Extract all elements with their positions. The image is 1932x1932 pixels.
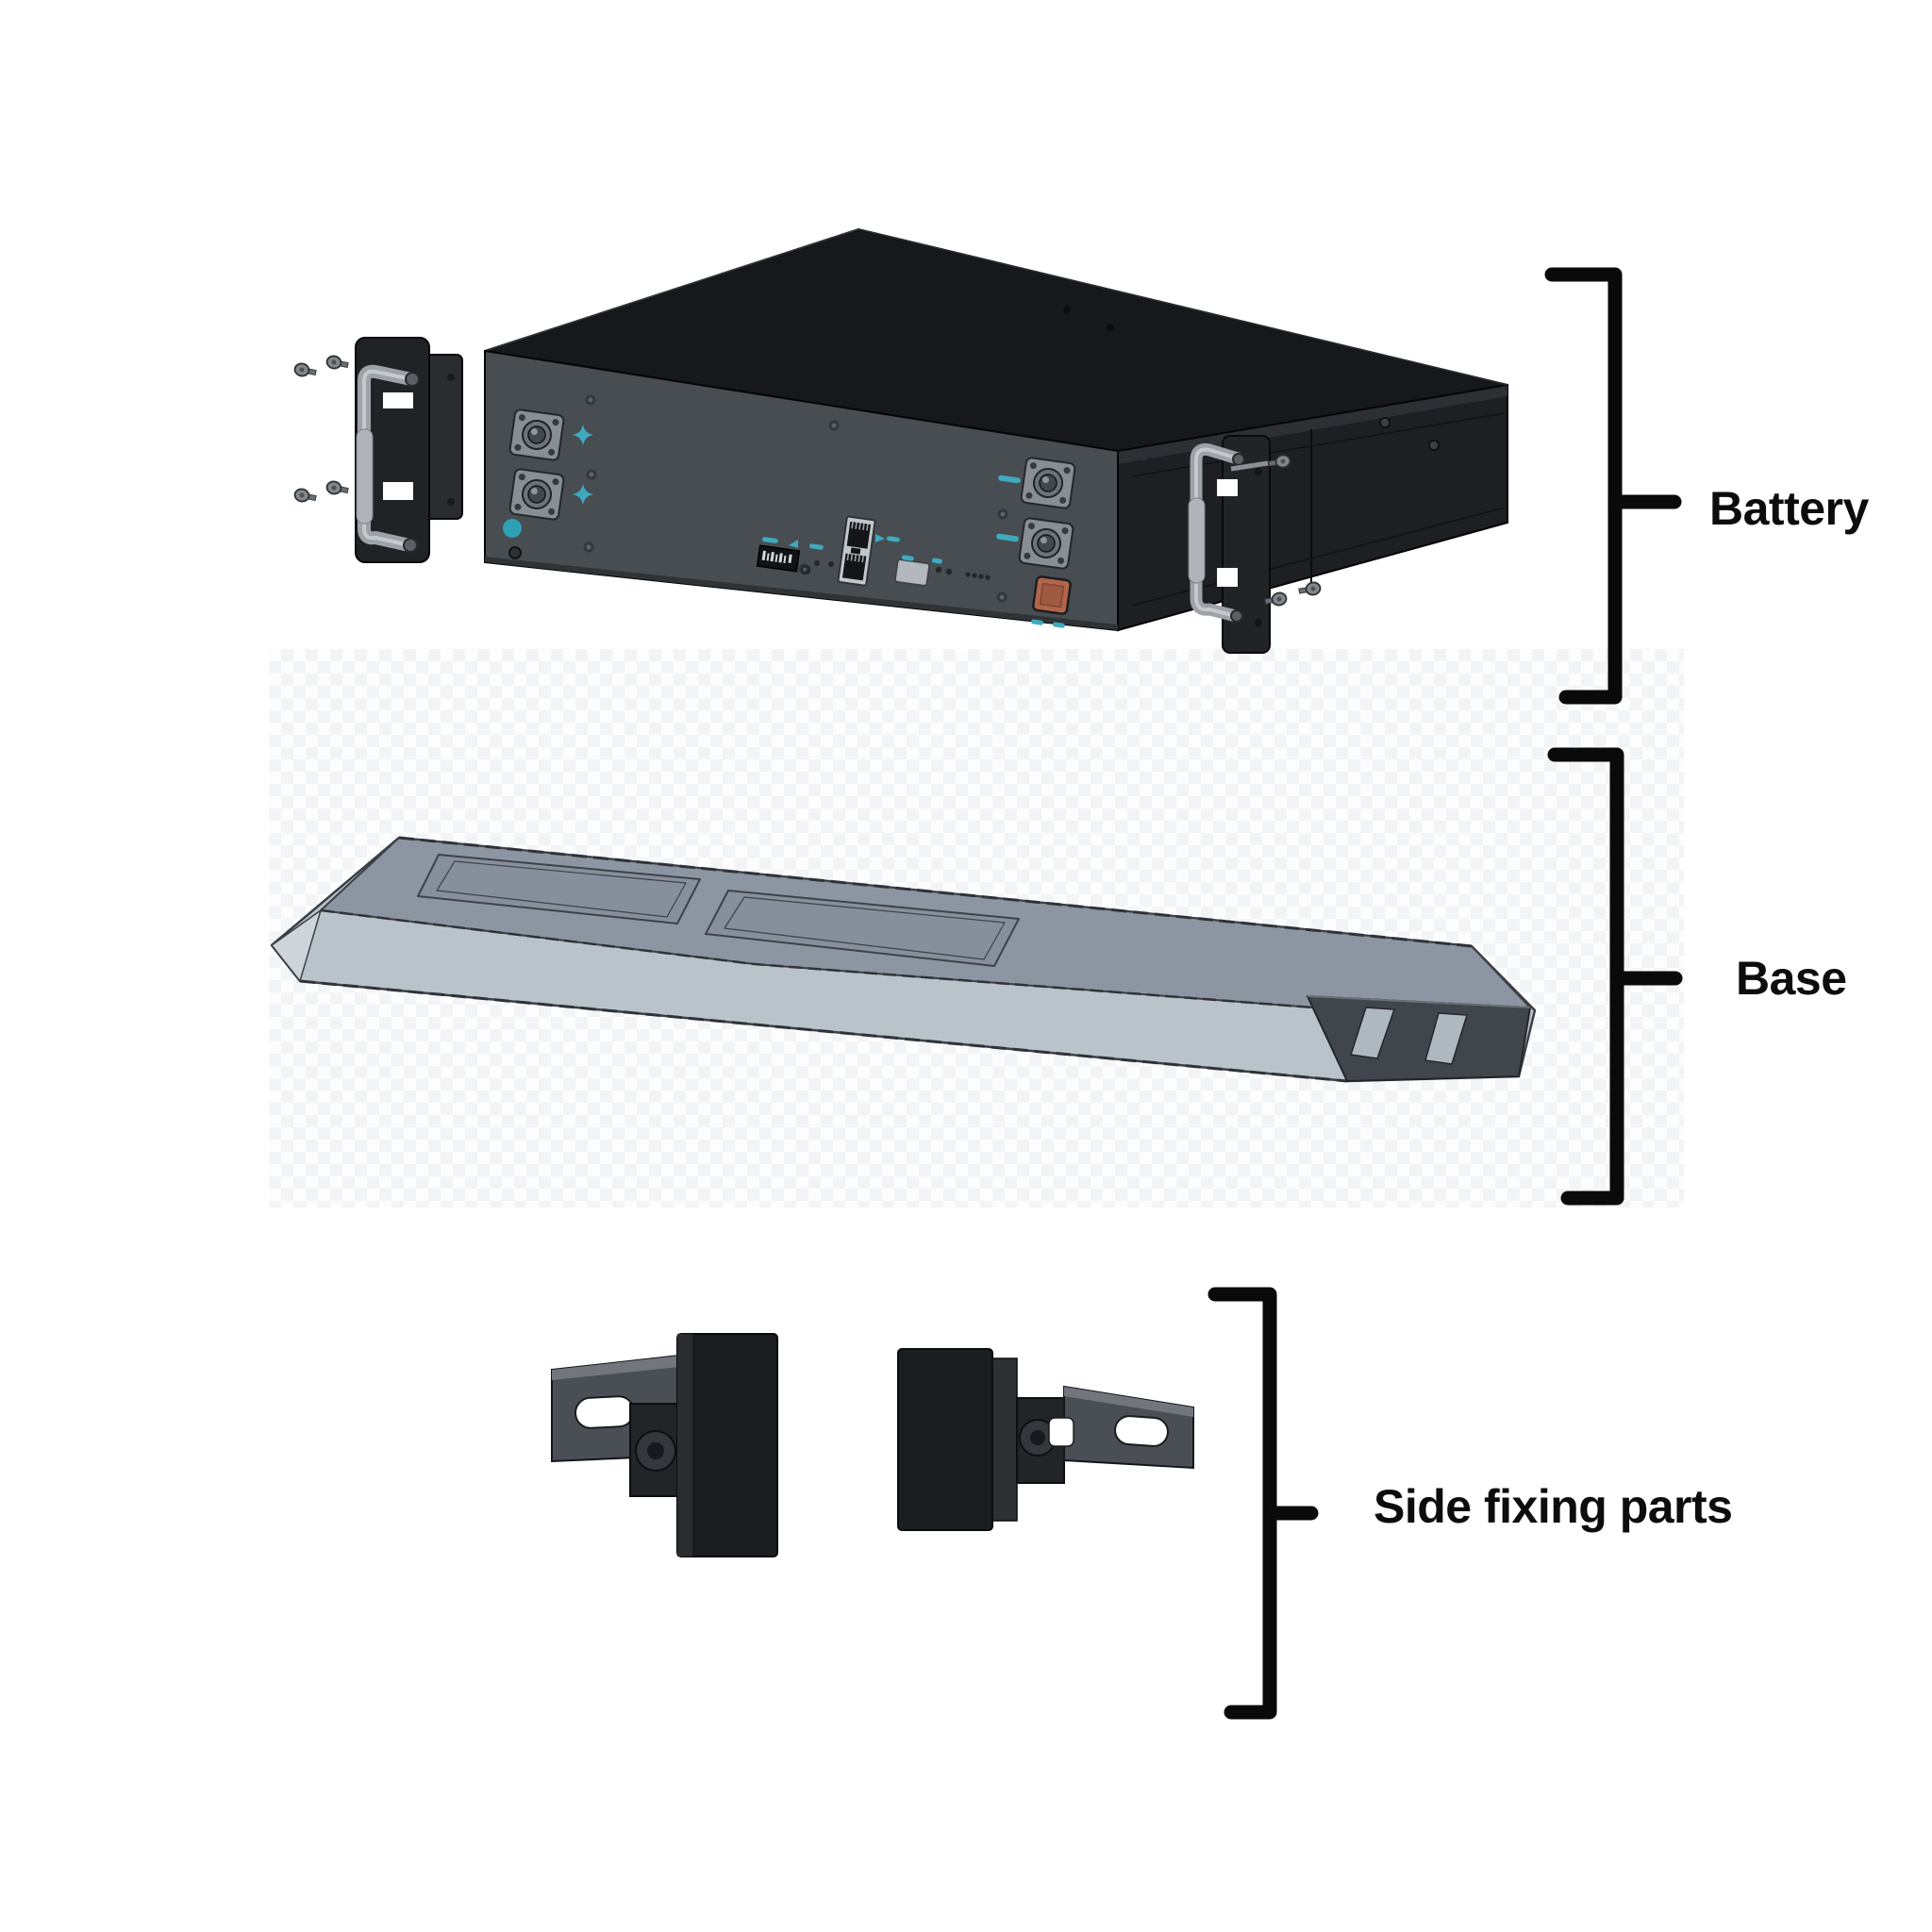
battery-label: Battery [1709, 482, 1869, 535]
teal-dash [1030, 619, 1043, 625]
dc-connector [1017, 516, 1075, 571]
teal-indicator [503, 519, 522, 538]
base-mounting-pad [417, 854, 701, 924]
panel-hole [996, 591, 1008, 603]
handle-screw [292, 361, 318, 380]
handle-screw [292, 487, 318, 506]
panel-hole [583, 541, 594, 553]
panel-hole [997, 508, 1008, 520]
teal-dash [998, 475, 1021, 484]
comm-cluster [756, 515, 991, 587]
dc-connector [508, 467, 566, 522]
teal-port-arrows [761, 534, 942, 564]
base-rib-slots [1307, 995, 1531, 1082]
handle-assembly-right [1188, 435, 1323, 654]
ground-screw [508, 546, 522, 559]
teal-dash [1052, 622, 1065, 628]
side-fixing-parts-illustration [551, 1333, 1194, 1557]
base-illustration [270, 836, 1537, 1083]
battery-illustration [292, 227, 1508, 654]
power-connector-orange [1032, 575, 1072, 615]
base-mounting-pad [705, 890, 1020, 967]
base-label: Base [1736, 952, 1847, 1005]
side-fixing-part-right [897, 1348, 1194, 1531]
annotation-brackets [1208, 267, 1683, 1720]
dip-switch [893, 558, 931, 587]
led-indicators [935, 566, 991, 580]
bracket-notch [1217, 568, 1238, 587]
handle-assembly-left [292, 337, 463, 563]
panel-hole [585, 394, 596, 406]
side-fixing-part-left [551, 1333, 778, 1557]
carry-handle [356, 364, 420, 553]
handle-screw [325, 479, 350, 498]
bracket-battery [1544, 267, 1682, 705]
side-screw-dot [1379, 417, 1391, 428]
bracket-notch [383, 392, 413, 408]
base-left-bevel [270, 908, 323, 983]
dc-connector [508, 408, 566, 462]
bracket-base [1547, 747, 1683, 1206]
teal-dash [996, 533, 1019, 542]
bracket-notch [383, 482, 413, 500]
dc-connector [1019, 456, 1077, 510]
bracket-notch [1217, 479, 1238, 496]
side-fixing-parts-label: Side fixing parts [1374, 1480, 1733, 1533]
handle-screw [325, 354, 350, 373]
fixing-plate [897, 1348, 993, 1531]
screw-shaft [1230, 460, 1269, 472]
arm-slot [575, 1395, 635, 1429]
side-screw-dot [1428, 440, 1440, 451]
bracket-side-fixing [1208, 1287, 1319, 1720]
panel-hole [828, 420, 840, 431]
panel-hole [586, 469, 597, 480]
arm-notch [1048, 1417, 1074, 1447]
rating-label [756, 544, 801, 573]
carry-handle [1188, 443, 1245, 623]
rj45-ports [837, 515, 876, 587]
base-platform [270, 836, 1537, 1083]
battery-front-panel [484, 349, 1119, 632]
arm-slot [1114, 1415, 1169, 1447]
